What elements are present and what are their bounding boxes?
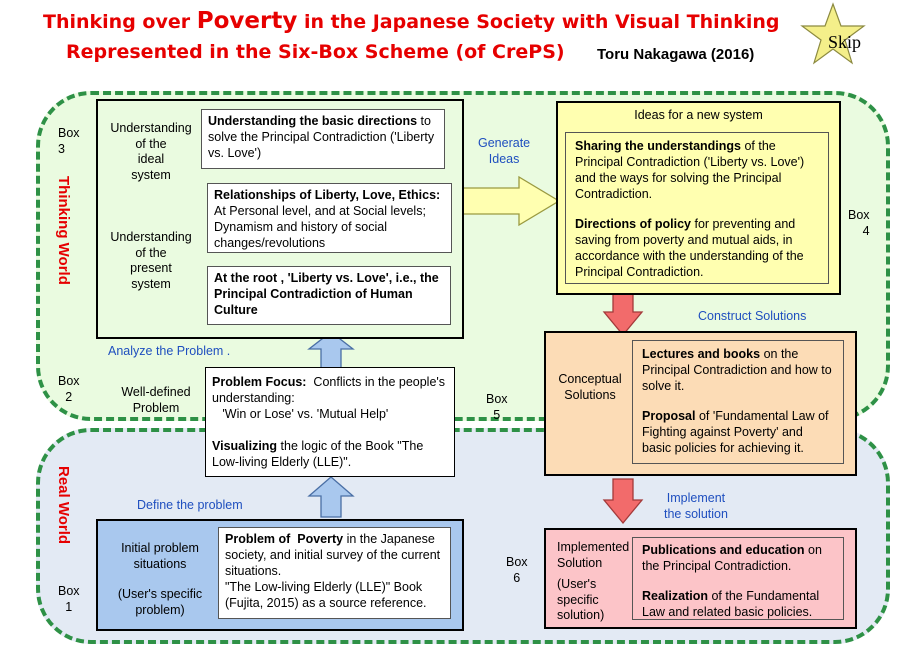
box-5-label: Box 5 xyxy=(486,392,508,422)
define-problem-label: Define the problem xyxy=(137,498,243,512)
box-3-label: Box 3 xyxy=(58,126,80,156)
box-2-side-label: Well-defined Problem xyxy=(121,385,191,415)
box-6-label: Box 6 xyxy=(506,555,528,585)
skip-button[interactable] xyxy=(800,2,866,66)
box-4-content: Sharing the understandings of the Princi… xyxy=(565,132,829,284)
box-2-visualizing-text: Visualizing the logic of the Book "The L… xyxy=(212,439,424,469)
star-icon xyxy=(800,2,866,65)
box-6-content: Publications and education on the Princi… xyxy=(632,537,844,620)
author: Toru Nakagawa (2016) xyxy=(597,46,755,63)
box-5-content: Lectures and books on the Principal Cont… xyxy=(632,340,844,464)
box-3-ideal-label: Understanding of the ideal system xyxy=(110,121,192,182)
arrow-down-implement xyxy=(602,478,644,525)
construct-solutions-label: Construct Solutions xyxy=(698,309,807,323)
box-4-policy: Directions of policy for preventing and … xyxy=(575,217,804,279)
thinking-world-label: Thinking World xyxy=(55,176,72,285)
box-2-focus-text: Problem Focus: Conflicts in the people's… xyxy=(212,375,446,421)
box-3-root-text: At the root , 'Liberty vs. Love', i.e., … xyxy=(207,266,451,325)
page-title-line-2: Represented in the Six-Box Scheme (of Cr… xyxy=(66,41,565,63)
skip-label[interactable]: Skip xyxy=(828,32,862,52)
box-6-implemented-label: Implemented Solution xyxy=(557,540,630,570)
box-4-label: Box 4 xyxy=(848,208,870,238)
box-3-present-label: Understanding of the present system xyxy=(110,230,192,291)
title-highlight: Poverty xyxy=(196,8,298,34)
box-2-label: Box 2 xyxy=(58,374,80,404)
box-1-content-text: Problem of Poverty in the Japanese socie… xyxy=(218,527,451,619)
box-5-proposal: Proposal of 'Fundamental Law of Fighting… xyxy=(642,409,829,455)
box-1-label: Box 1 xyxy=(58,584,80,614)
box-2 xyxy=(205,367,455,477)
title-suffix: in the Japanese Society with Visual Thin… xyxy=(297,11,780,33)
box-5-side-label: Conceptual Solutions xyxy=(558,372,622,402)
arrow-right-generate xyxy=(451,175,561,227)
analyze-problem-label: Analyze the Problem . xyxy=(108,344,231,358)
box-5-lectures: Lectures and books on the Principal Cont… xyxy=(642,347,832,393)
box-6-user-label: (User's specific solution) xyxy=(557,577,605,623)
title-prefix: Thinking over xyxy=(43,11,197,33)
box-1-user-label: (User's specific problem) xyxy=(117,587,203,617)
generate-ideas-label: Generate Ideas xyxy=(478,136,531,167)
page-title-line-1: Thinking over Poverty in the Japanese So… xyxy=(43,8,779,34)
arrow-down-construct xyxy=(602,290,644,337)
implement-solution-label: Implement the solution xyxy=(664,491,728,522)
box-4-sharing: Sharing the understandings of the Princi… xyxy=(575,139,805,201)
box-3-relationships-text: Relationships of Liberty, Love, Ethics: … xyxy=(207,183,452,253)
box-1-situation-label: Initial problem situations xyxy=(121,541,199,571)
real-world-label: Real World xyxy=(55,466,72,545)
box-6-realization: Realization of the Fundamental Law and r… xyxy=(642,589,820,619)
box-6-publications: Publications and education on the Princi… xyxy=(642,543,822,573)
arrow-up-define xyxy=(307,476,355,518)
box-3-ideal-text: Understanding the basic directions to so… xyxy=(201,109,445,169)
box-4-header: Ideas for a new system xyxy=(634,108,763,122)
